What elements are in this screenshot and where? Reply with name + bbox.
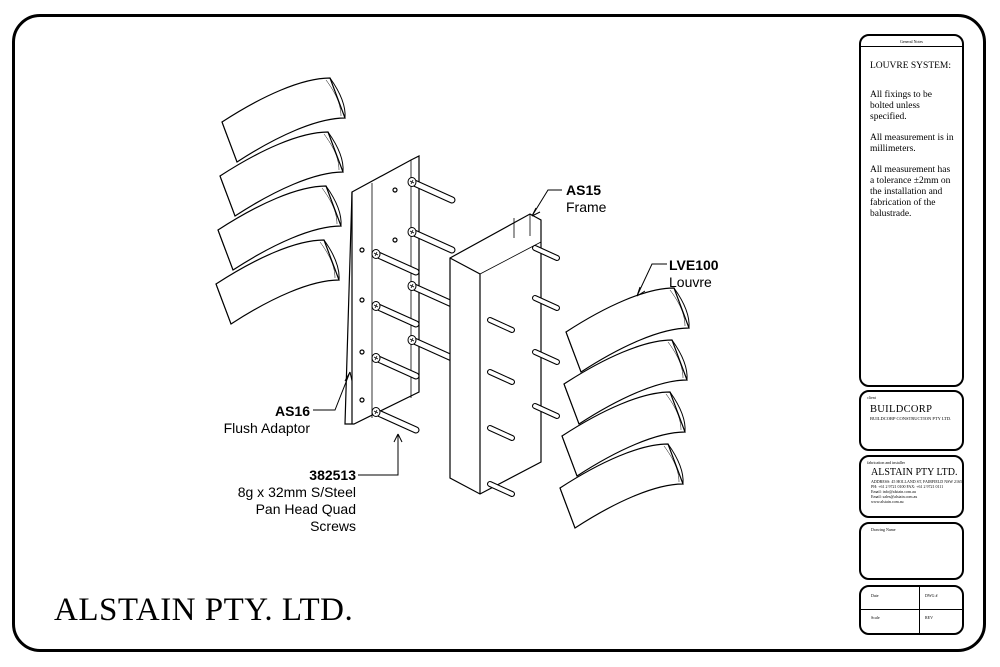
louvre-stack-left [215,77,346,325]
client-panel: client BUILDCORP BUILDCORP CONSTRUCTION … [859,390,964,451]
callout-louvre-code: LVE100 [669,257,719,273]
callout-frame: AS15 Frame [566,182,606,216]
louvre-stack-right [559,287,690,529]
grid-divider-vertical [919,587,920,633]
drawing-name-label: Drawing Name [871,527,896,532]
callout-frame-code: AS15 [566,182,602,198]
company-website: www.alstain.com.au [871,499,904,504]
rev-label: REV [925,615,933,620]
callout-louvre: LVE100 Louvre [669,257,719,291]
company-address: ADDRESS: 45 HOLLAND ST, FAIRFIELD NSW 21… [871,479,963,484]
client-label: client [867,395,876,400]
date-label: Date [871,593,879,598]
client-sub: BUILDCORP CONSTRUCTION PTY LTD. [870,416,952,421]
callout-adaptor: AS16 Flush Adaptor [214,403,310,437]
scale-label: Scale [871,615,880,620]
callout-louvre-label: Louvre [669,274,712,290]
company-email-sales: Email: sales@alstain.com.au [871,494,918,499]
callout-screws-line2: Pan Head Quad Screws [255,501,356,534]
dwg-label: DWG # [925,593,938,598]
notes-header: General Notes [861,36,962,47]
callout-adaptor-label: Flush Adaptor [223,420,310,436]
callout-screws: 382513 8g x 32mm S/Steel Pan Head Quad S… [210,467,356,535]
callout-frame-label: Frame [566,199,607,215]
grid-divider-horizontal [861,609,962,610]
callout-screws-line1: 8g x 32mm S/Steel [237,484,356,500]
frame-channel [449,213,542,495]
company-name: ALSTAIN PTY LTD. [871,467,958,478]
company-phone: PH: +61 2 9721 0100 FAX: +61 2 9721 0111 [871,484,944,489]
system-title: LOUVRE SYSTEM: [870,61,952,71]
leader-lines [313,189,667,476]
brand-wordmark: ALSTAIN PTY. LTD. [54,592,354,628]
note-3: All measurement has a tolerance ±2mm on … [870,165,951,219]
company-panel: fabrication and installer ALSTAIN PTY LT… [859,455,964,518]
callout-screws-code: 382513 [309,467,356,483]
callout-adaptor-code: AS16 [274,403,310,419]
company-details: ADDRESS: 45 HOLLAND ST, FAIRFIELD NSW 21… [861,478,962,504]
client-name: BUILDCORP [870,404,933,415]
general-notes-panel: General Notes LOUVRE SYSTEM: All fixings… [859,34,964,387]
flush-adaptor-plate [344,155,420,425]
company-label: fabrication and installer [867,460,905,465]
notes-body: LOUVRE SYSTEM: All fixings to be bolted … [861,47,962,220]
note-2: All measurement is in millimeters. [870,133,954,154]
company-email-info: Email: info@alstain.com.au [871,489,916,494]
drawing-border [12,14,986,652]
date-dwg-panel: Date DWG # Scale REV [859,585,964,635]
note-1: All fixings to be bolted unless specifie… [870,90,933,122]
drawing-name-panel: Drawing Name [859,522,964,580]
